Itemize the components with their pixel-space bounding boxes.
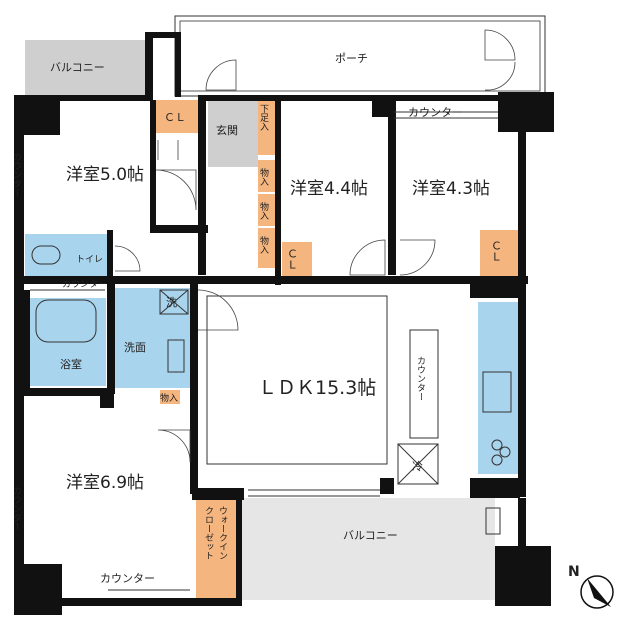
bathroom-label: 浴室 [60,357,82,371]
wash-machine-label: 洗 [166,296,177,309]
walls [14,32,554,615]
balcony-top-label: バルコニー [50,61,105,74]
storage-3-fill [258,228,275,268]
western-5-0-label: 洋室5.0帖 [66,165,144,185]
storage-2-fill [258,194,275,226]
counter-left-top-label: カウンター [11,152,22,197]
storage-2-label: 物入 [258,201,269,220]
counter-top-label: カウンター [408,106,463,119]
counter-left-bottom-label: カウンター [11,486,22,531]
doors [114,29,516,463]
shoe-storage-fill [258,97,275,155]
kitchen-fill [478,302,518,474]
cl-right-label: ＣＬ [490,240,503,262]
counter-kitchen-label: カウンター [415,356,426,401]
western-4-4-label: 洋室4.4帖 [290,179,368,199]
storage-small-label: 物入 [160,392,178,404]
walk-in-closet-fill [196,500,236,598]
storage-3-label: 物入 [258,235,269,254]
balcony-bottom-label: バルコニー [343,529,398,542]
storage-small-fill [160,390,180,404]
storage-2-label-group: 物入 [258,201,269,220]
counter-left-top-label-group: カウンター [11,152,22,197]
cl-mid-fill [282,242,312,282]
western-4-3-label: 洋室4.3帖 [412,179,490,199]
cl-mid-label-group: ＣＬ [286,248,299,270]
counter-left-bottom-label-group: カウンター [11,486,22,531]
storage-1-label: 物入 [258,167,269,186]
compass-north-label: N [568,564,580,580]
walk-in-closet-label-group-2: クローゼット [203,506,214,560]
walk-in-closet-label-group-1: ウォークイン [217,506,228,560]
cl-top-left-label: ＣＬ [164,111,186,124]
storage-1-fill [258,160,275,192]
western-6-9-label: 洋室6.9帖 [66,473,144,493]
washroom-fill [115,288,193,388]
porch-area [174,15,546,97]
entrance-label: 玄関 [216,123,238,137]
counter-bottom-label: カウンター [100,572,155,585]
porch-label: ポーチ [335,52,368,65]
walk-in-closet-label-2: クローゼット [203,506,214,560]
washroom-label: 洗面 [124,341,146,354]
compass: N [568,564,614,609]
storage-1-label-group: 物入 [258,167,269,186]
walk-in-closet-label-1: ウォークイン [217,506,228,560]
toilet-fill [25,234,107,276]
cl-right-label-group: ＣＬ [490,240,503,262]
shoe-storage-label-group: 下足入 [258,104,269,131]
counter-kitchen-label-group: カウンター [415,356,426,401]
storage-3-label-group: 物入 [258,235,269,254]
balcony-top-fill [25,40,145,95]
balcony-bottom-fill [240,498,495,600]
cl-right-fill [480,230,520,282]
fixtures [30,111,512,591]
cl-mid-label: ＣＬ [286,248,299,270]
toilet-label: トイレ [76,255,103,265]
cl-top-left-fill [152,100,198,133]
shoe-storage-label: 下足入 [258,104,269,131]
entrance-fill [208,97,258,167]
ldk-label: ＬＤＫ15.3帖 [258,377,376,399]
counter-small-label: カウンター [62,279,107,290]
fridge-label: 冷 [412,460,423,473]
